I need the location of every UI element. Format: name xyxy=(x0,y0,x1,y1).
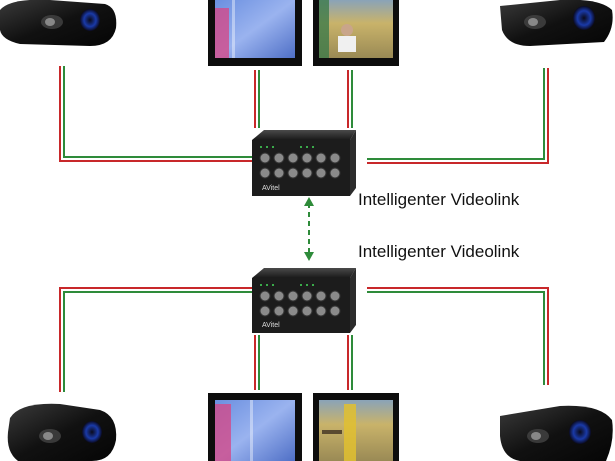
cable-bottom-left xyxy=(59,287,252,392)
brand-label-bottom: AVitel xyxy=(262,322,280,329)
video-switch-bottom: AVitel xyxy=(252,268,356,333)
cable-bottom-right xyxy=(367,287,549,385)
link-caption-bottom: Intelligenter Videolink xyxy=(358,242,520,261)
link-caption-top: Intelligenter Videolink xyxy=(358,190,520,209)
dashed-video-link xyxy=(304,197,314,261)
camera-bottom-right xyxy=(500,405,613,461)
camera-top-right xyxy=(500,0,613,46)
camera-bottom-left xyxy=(7,403,117,461)
cables xyxy=(59,66,549,392)
video-switch-top: AVitel xyxy=(252,130,356,196)
monitor-top-2 xyxy=(313,0,399,66)
monitor-bottom-1 xyxy=(208,393,302,461)
cable-top-left xyxy=(59,66,252,162)
camera-top-left xyxy=(0,0,117,46)
monitor-top-1 xyxy=(208,0,302,66)
monitor-bottom-2 xyxy=(313,393,399,461)
cable-top-right xyxy=(367,68,549,164)
brand-label-top: AVitel xyxy=(262,185,280,192)
